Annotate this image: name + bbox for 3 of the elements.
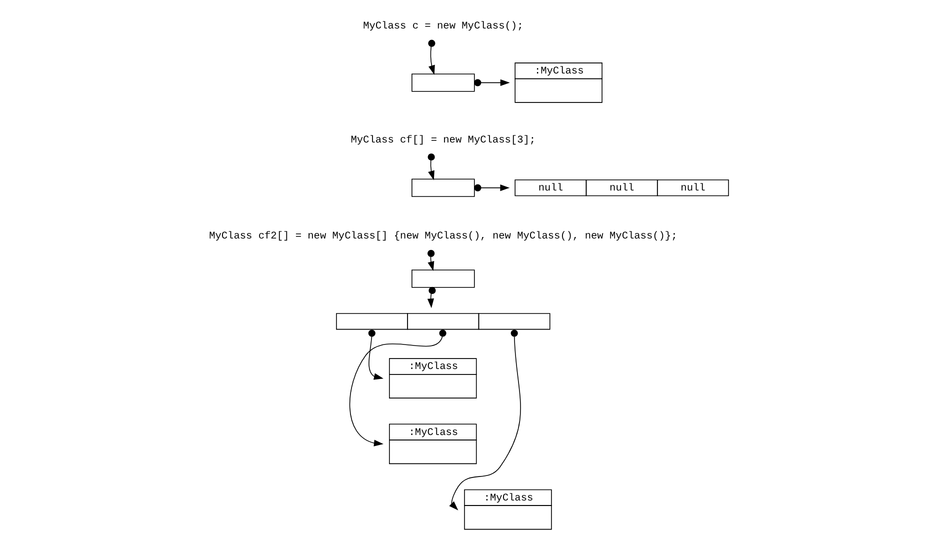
node-text: MyClass c = new MyClass(); bbox=[363, 20, 524, 32]
node-text: MyClass cf2[] = new MyClass[] {new MyClass(), new MyClass(), new MyClass()}; bbox=[209, 230, 678, 243]
node-text: MyClass cf[] = new MyClass[3]; bbox=[350, 134, 536, 146]
